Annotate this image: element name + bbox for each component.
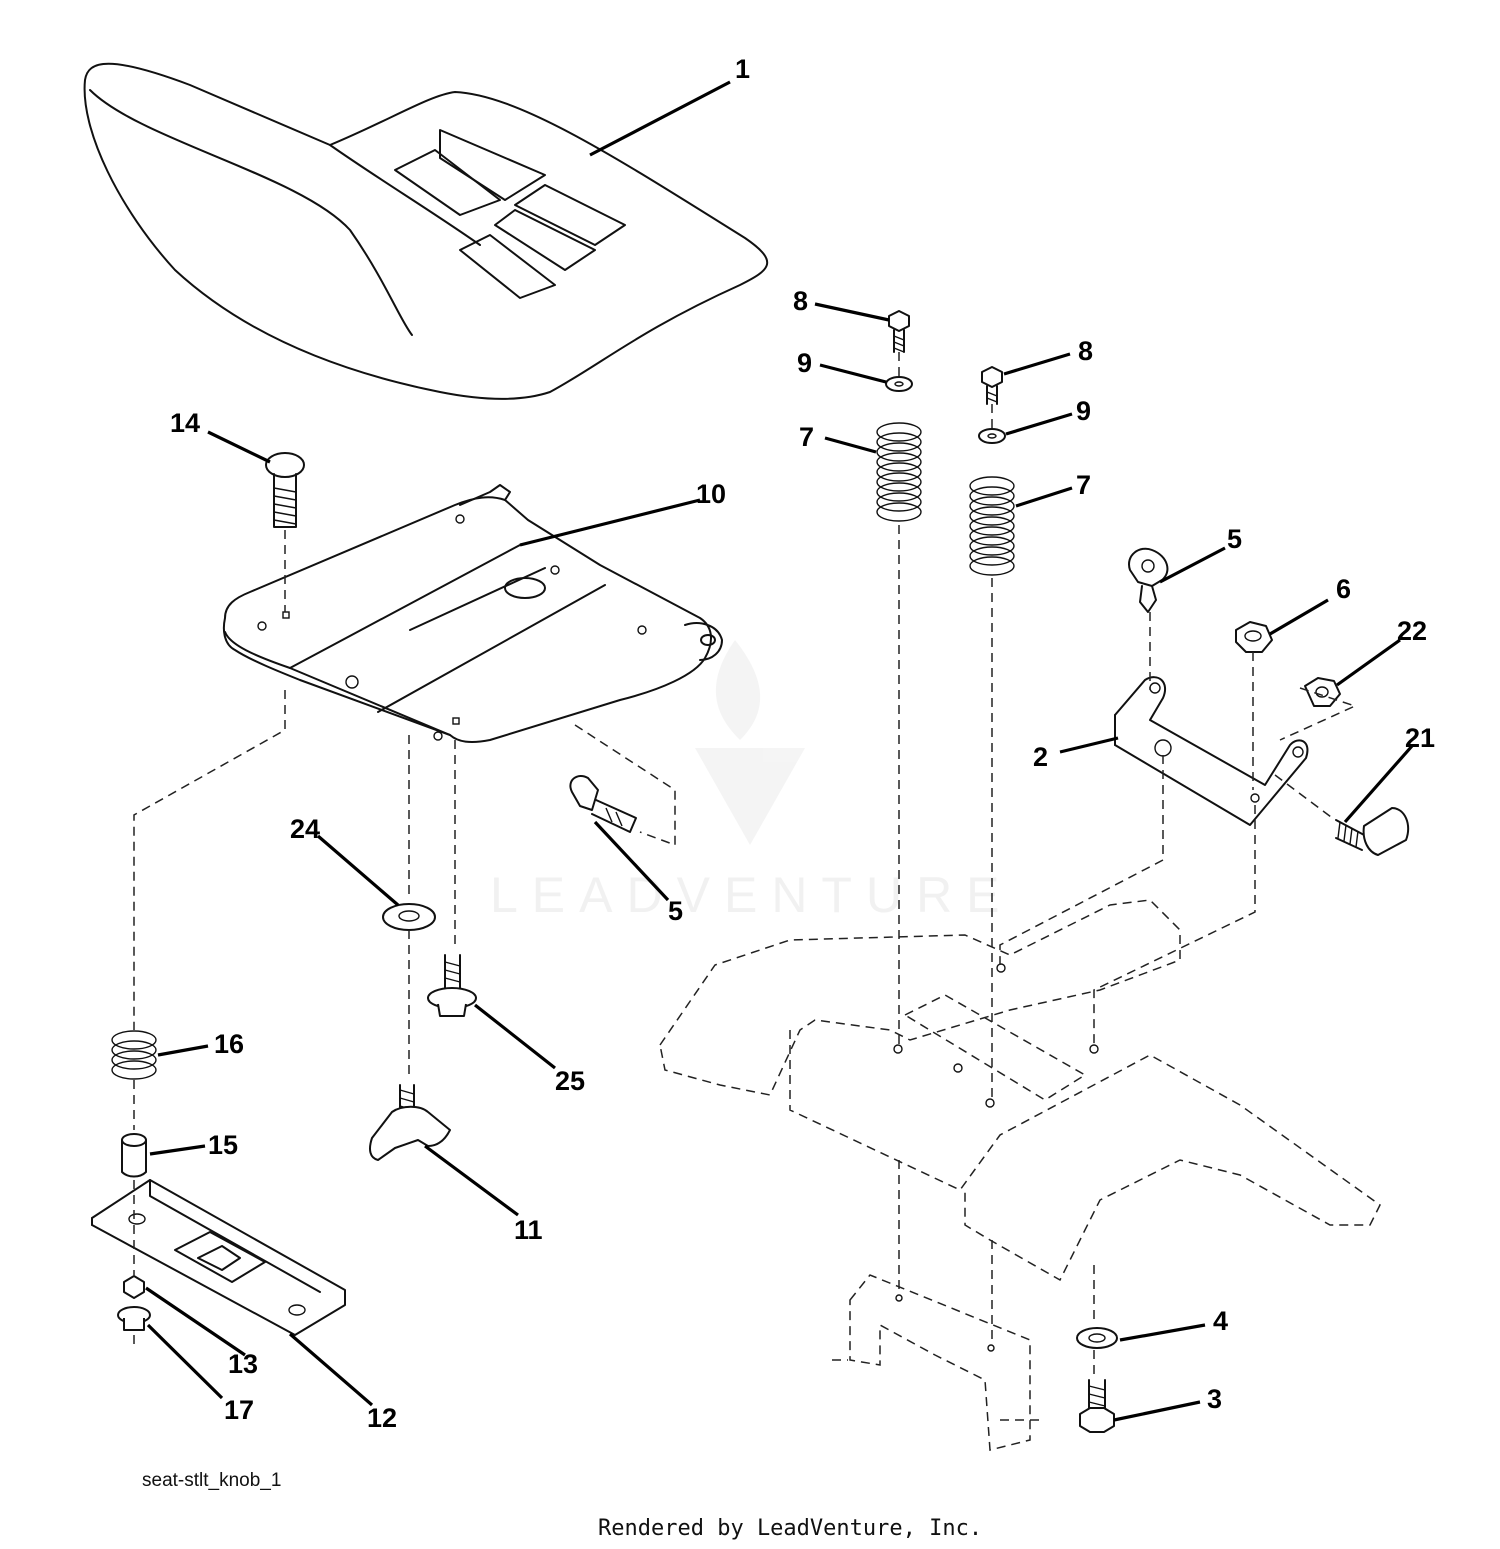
callout-21: 21 — [1405, 723, 1435, 753]
flat-washer-large — [382, 903, 436, 931]
callout-8-center: 8 — [793, 286, 808, 316]
shoulder-bolt — [1335, 807, 1410, 856]
hex-bolt — [981, 366, 1003, 405]
watermark-logo: LEADVENTURE — [490, 640, 1014, 923]
hex-bolt — [888, 310, 910, 353]
callout-5-left: 5 — [668, 896, 683, 926]
callout-25: 25 — [555, 1066, 585, 1096]
flat-washer — [978, 428, 1006, 444]
callout-1: 1 — [735, 54, 750, 84]
diagram-id-label: seat-stlt_knob_1 — [142, 1470, 282, 1491]
assembly-lines — [133, 352, 1358, 1378]
callout-14: 14 — [170, 408, 200, 438]
callout-15: 15 — [208, 1130, 238, 1160]
small-compression-spring — [111, 1030, 157, 1080]
flange-nut — [117, 1306, 151, 1331]
seat — [83, 62, 768, 400]
carriage-bolt — [265, 452, 305, 528]
adjustment-knob — [369, 1084, 451, 1161]
callout-7-right: 7 — [1076, 470, 1091, 500]
callout-labels: 1 2 3 4 5 5 6 7 7 8 8 9 9 10 11 12 13 14… — [170, 54, 1435, 1433]
fender-reference-outline — [659, 899, 1381, 1451]
callout-8-right: 8 — [1078, 336, 1093, 366]
flat-washer-large — [1076, 1327, 1118, 1349]
callout-2: 2 — [1033, 742, 1048, 772]
callout-3: 3 — [1207, 1384, 1222, 1414]
callout-9-right: 9 — [1076, 396, 1091, 426]
callout-11: 11 — [514, 1215, 543, 1245]
callout-5-right: 5 — [1227, 524, 1242, 554]
flange-bolt — [427, 954, 477, 1017]
hex-nut — [1304, 677, 1341, 707]
callout-4: 4 — [1213, 1306, 1228, 1336]
callout-9-center: 9 — [797, 348, 812, 378]
lock-nut — [1235, 621, 1273, 653]
slide-plate — [91, 1179, 346, 1336]
compression-spring — [969, 476, 1015, 576]
spacer — [121, 1133, 147, 1178]
callout-17: 17 — [224, 1395, 254, 1425]
seat-bracket — [1114, 676, 1309, 826]
callout-6: 6 — [1336, 574, 1351, 604]
callout-10: 10 — [696, 479, 726, 509]
callout-12: 12 — [367, 1403, 397, 1433]
callout-7-center: 7 — [799, 422, 814, 452]
callout-leaders — [145, 80, 1414, 1422]
wire-clip — [569, 774, 637, 833]
callout-24: 24 — [290, 814, 320, 844]
hex-nut-small — [123, 1275, 145, 1299]
callout-13: 13 — [228, 1349, 258, 1379]
seat-pan — [222, 484, 723, 744]
callout-22: 22 — [1397, 616, 1427, 646]
watermark-text: LEADVENTURE — [490, 867, 1014, 923]
compression-spring — [876, 422, 922, 522]
flat-washer — [885, 376, 913, 392]
callout-16: 16 — [214, 1029, 244, 1059]
footer-credit: Rendered by LeadVenture, Inc. — [598, 1516, 983, 1541]
hex-bolt-large — [1079, 1379, 1115, 1433]
